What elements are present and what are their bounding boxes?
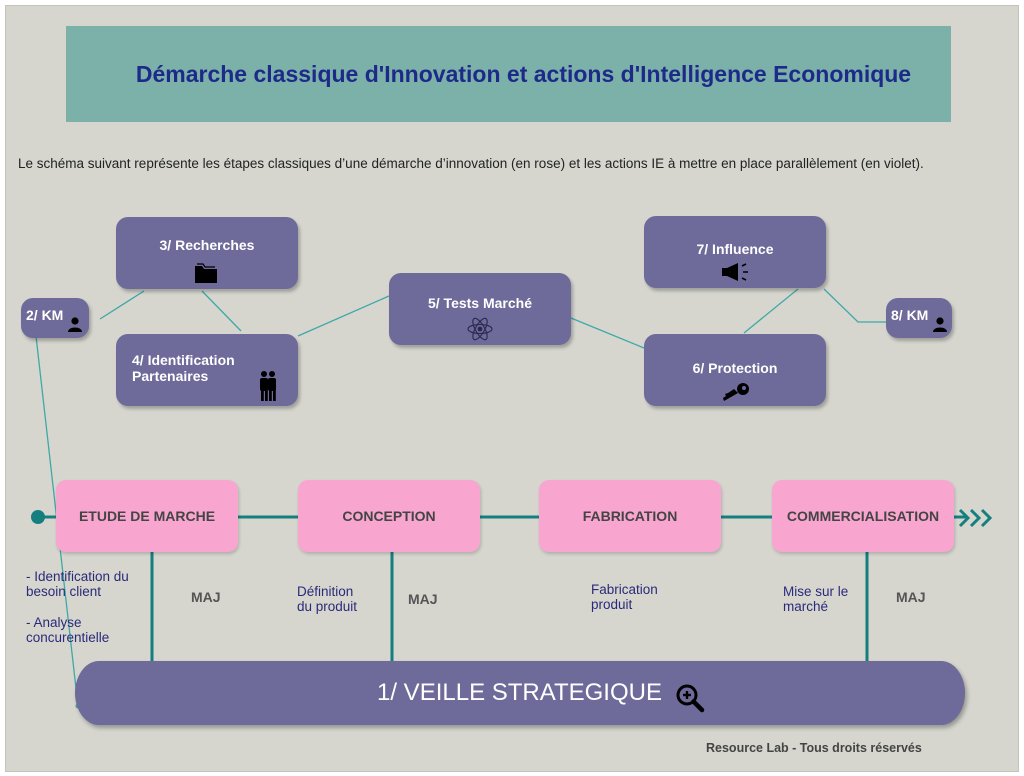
atom-icon: [467, 317, 493, 341]
title-banner: Démarche classique d'Innovation et actio…: [66, 26, 951, 122]
ie-box-influence: 7/ Influence: [644, 216, 826, 288]
maj-label: MAJ: [896, 589, 926, 605]
connector-recherches-partenaires: [201, 290, 242, 332]
ie-box-label-line2: Partenaires: [132, 368, 209, 384]
diagram-subtitle: Le schéma suivant représente les étapes …: [18, 156, 924, 171]
note-besoin-client: - Identification du besoin client: [26, 569, 129, 599]
user-icon: [68, 317, 82, 332]
note-line: - Analyse: [26, 615, 82, 630]
timeline-start-dot: [31, 510, 45, 524]
stage-etude-de-marche: ETUDE DE MARCHE: [56, 480, 238, 552]
ie-box-protection: 6/ Protection: [644, 334, 826, 406]
note-analyse: - Analyse concurentielle: [26, 615, 109, 645]
credit-text: Resource Lab - Tous droits réservés: [706, 741, 922, 755]
note-line: - Identification du: [26, 569, 129, 584]
user-icon: [933, 317, 947, 332]
ie-box-km-right: 8/ KM: [886, 298, 952, 338]
ie-box-tests-marche: 5/ Tests Marché: [389, 273, 571, 345]
maj-label: MAJ: [191, 589, 221, 605]
folder-icon: [195, 263, 217, 283]
stage-fabrication: FABRICATION: [539, 480, 721, 552]
ie-box-label: 7/ Influence: [696, 241, 774, 257]
note-fabrication-produit: Fabrication produit: [591, 582, 658, 612]
ie-box-km-left: 2/ KM: [21, 298, 89, 338]
ie-box-recherches: 3/ Recherches: [116, 217, 298, 289]
timeline-arrow-icon: [958, 508, 993, 528]
note-line: besoin client: [26, 584, 102, 599]
note-definition-produit: Définition du produit: [297, 584, 357, 614]
ie-box-partenaires: 4/ Identification Partenaires: [116, 334, 298, 406]
diagram-title: Démarche classique d'Innovation et actio…: [135, 60, 912, 87]
note-line: Définition: [297, 584, 354, 599]
ie-box-label: 3/ Recherches: [159, 237, 255, 253]
note-line: Fabrication: [591, 582, 658, 597]
stage-commercialisation: COMMERCIALISATION: [772, 480, 954, 552]
veille-strategique-label: 1/ VEILLE STRATEGIQUE: [377, 679, 662, 706]
connector-protection-influence: [743, 288, 799, 334]
note-line: du produit: [297, 599, 358, 614]
ie-box-label: 6/ Protection: [692, 360, 778, 376]
ie-box-label: 5/ Tests Marché: [427, 295, 532, 311]
note-mise-sur-marche: Mise sur le marché: [783, 584, 848, 614]
note-line: marché: [783, 599, 829, 614]
zoom-in-icon: [676, 684, 705, 713]
connector-tests-protection: [570, 317, 645, 349]
connector-partenaires-tests: [297, 295, 390, 337]
veille-strategique-bar: 1/ VEILLE STRATEGIQUE: [75, 661, 965, 725]
maj-label: MAJ: [408, 591, 438, 607]
stage-conception: CONCEPTION: [298, 480, 480, 552]
diagram-canvas: Démarche classique d'Innovation et actio…: [5, 5, 1019, 772]
connector-km-recherches: [99, 290, 145, 320]
note-line: produit: [591, 597, 633, 612]
key-icon: [723, 383, 749, 401]
note-line: Mise sur le: [783, 584, 849, 599]
ie-box-label: 8/ KM: [891, 307, 929, 323]
connector-influence-km: [823, 288, 886, 323]
people-icon: [260, 371, 276, 401]
megaphone-icon: [722, 263, 748, 281]
note-line: concurentielle: [26, 630, 110, 645]
ie-box-label: 2/ KM: [26, 307, 64, 323]
ie-box-label-line1: 4/ Identification: [132, 352, 235, 368]
